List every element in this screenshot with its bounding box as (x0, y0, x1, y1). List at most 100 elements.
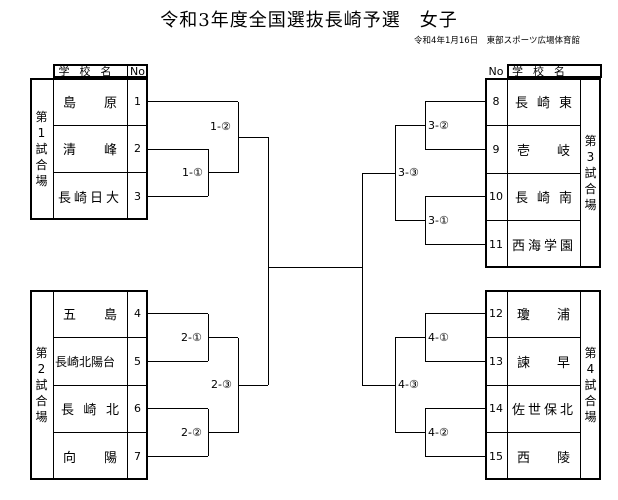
team-name: 西海学園 (512, 238, 577, 254)
row-divider (53, 432, 148, 433)
row-divider (485, 172, 580, 174)
block-1 (30, 78, 148, 220)
bracket-line (425, 196, 485, 198)
match-label-m1-1: 1-① (181, 164, 204, 181)
row-divider (485, 384, 580, 386)
bracket-line (267, 137, 269, 385)
team-number: 1 (134, 95, 141, 109)
team-number: 4 (134, 307, 141, 321)
header-no: No (130, 64, 145, 78)
event-date-venue: 令和4年1月16日 東部スポーツ広場体育館 (414, 36, 580, 46)
bracket-line (237, 337, 239, 433)
bracket-line (425, 243, 485, 245)
team-number: 11 (489, 237, 503, 251)
bracket-line (148, 101, 238, 103)
bracket-line (424, 408, 426, 457)
team-number: 10 (489, 190, 503, 204)
bracket-line (362, 384, 395, 386)
team-name: 長崎東 (515, 96, 572, 112)
header-school-name: 学校名 (512, 65, 575, 78)
bracket-line (425, 360, 485, 362)
bracket-line (148, 360, 208, 362)
team-number: 5 (134, 354, 141, 368)
bracket-line (148, 455, 208, 457)
team-name: 長崎北 (61, 403, 119, 419)
match-label-m4-3: 4-③ (397, 377, 420, 393)
header-no: No (488, 64, 504, 78)
team-number: 2 (134, 142, 141, 156)
row-divider (53, 337, 148, 338)
bracket-line (148, 408, 208, 410)
team-number: 8 (492, 95, 500, 109)
bracket-line (424, 313, 426, 362)
bracket-line (395, 220, 425, 221)
team-name: 島原 (63, 96, 117, 112)
team-name: 長崎南 (515, 191, 572, 207)
bracket-line (238, 384, 268, 386)
match-label-m2-3: 2-③ (210, 377, 233, 393)
page-title: 令和3年度全国選抜長崎予選 女子 (160, 10, 458, 31)
venue-divider (579, 78, 581, 268)
team-number: 13 (489, 354, 503, 368)
team-number: 7 (134, 449, 141, 463)
team-name: 長崎北陽台 (55, 354, 116, 369)
row-divider (53, 384, 148, 386)
bracket-line (425, 101, 485, 103)
team-name: 西陵 (517, 450, 570, 466)
bracket-line (238, 136, 268, 138)
header-row (53, 64, 148, 78)
venue-label: 第3試合場 (584, 134, 597, 212)
match-label-m1-2: 1-② (209, 119, 232, 136)
bracket-line (424, 196, 426, 245)
header-row (507, 64, 602, 78)
bracket-line (425, 455, 485, 457)
bracket-line (208, 172, 238, 174)
match-label-m4-2: 4-② (427, 424, 450, 441)
bracket-line (208, 337, 238, 338)
bracket-line (395, 432, 425, 433)
match-label-m2-2: 2-② (180, 424, 203, 441)
bracket-line (394, 125, 396, 221)
match-label-m2-1: 2-① (180, 329, 203, 346)
venue-label: 第1試合場 (35, 110, 48, 188)
final-line (268, 266, 362, 268)
venue-label: 第4試合場 (584, 346, 597, 424)
row-divider (485, 220, 580, 221)
header-divider (506, 64, 508, 78)
bracket-line (208, 432, 238, 433)
team-name: 清峰 (63, 143, 117, 159)
team-number: 14 (489, 402, 503, 416)
match-label-m3-3: 3-③ (397, 165, 420, 181)
bracket-line (148, 195, 208, 197)
match-label-m3-2: 3-② (427, 117, 450, 134)
header-school-name: 学校名 (58, 65, 122, 78)
team-name: 壱岐 (517, 143, 570, 159)
venue-divider (579, 290, 581, 480)
number-divider (126, 78, 128, 220)
row-divider (485, 125, 580, 126)
team-name: 諫早 (517, 355, 570, 371)
bracket-line (425, 148, 485, 150)
team-number: 3 (134, 189, 141, 203)
team-name: 瓊浦 (517, 308, 570, 324)
team-number: 9 (492, 142, 500, 156)
team-name: 五島 (63, 308, 117, 324)
team-number: 6 (134, 402, 141, 416)
bracket-line (424, 101, 426, 150)
team-number: 15 (489, 449, 503, 463)
match-label-m4-1: 4-① (427, 329, 450, 346)
bracket-line (362, 172, 395, 174)
bracket-line (425, 408, 485, 410)
venue-divider (52, 78, 54, 220)
bracket-line (148, 313, 208, 315)
row-divider (53, 124, 148, 126)
row-divider (485, 432, 580, 433)
team-name: 向陽 (63, 450, 117, 466)
bracket-line (148, 148, 208, 150)
row-divider (53, 172, 148, 174)
row-divider (485, 337, 580, 338)
team-name: 佐世保北 (512, 403, 577, 419)
bracket-line (395, 125, 425, 126)
bracket-line (395, 337, 425, 338)
team-number: 12 (489, 307, 503, 321)
